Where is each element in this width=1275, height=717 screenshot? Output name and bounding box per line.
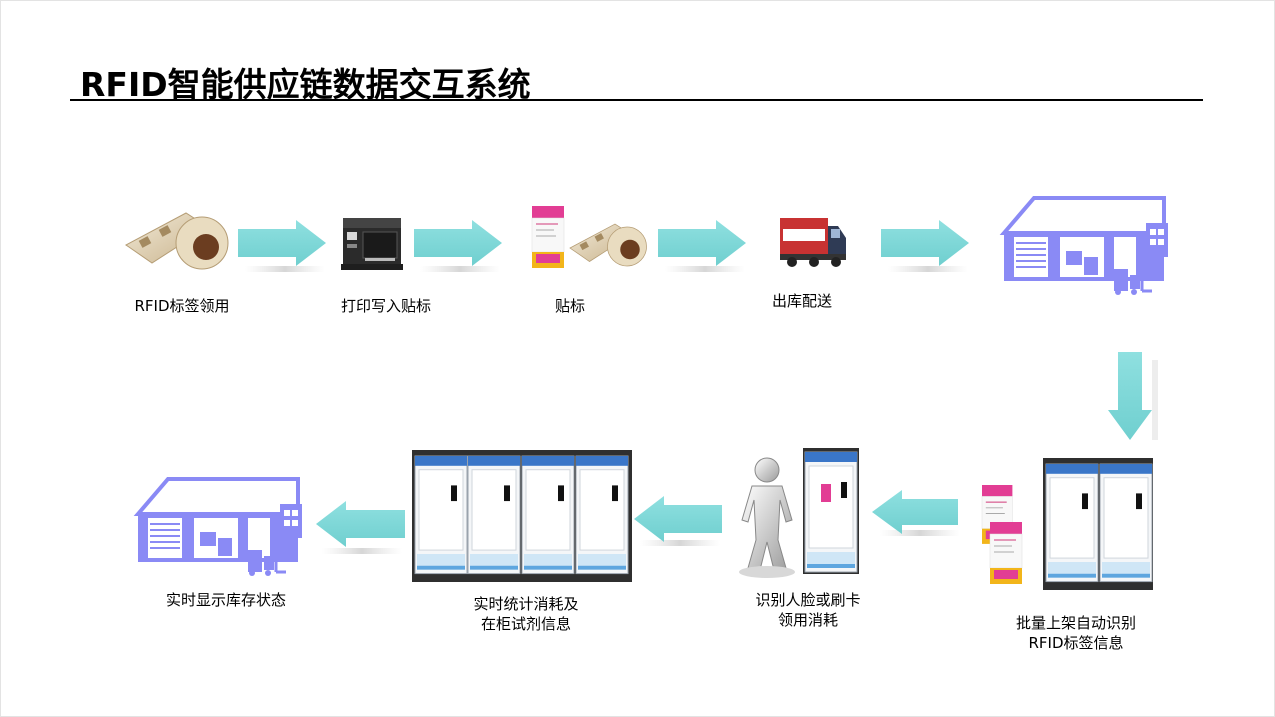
arrow-5-to-6 <box>1108 352 1158 440</box>
step-6-label: 批量上架自动识别 RFID标签信息 <box>1006 613 1146 653</box>
arrow-2-to-3 <box>414 220 502 272</box>
step-8-label-line-2: 在柜试剂信息 <box>480 615 571 633</box>
label-printer-icon <box>341 218 403 270</box>
cabinet-with-reagent-icon <box>981 458 1153 590</box>
step-9-label: 实时显示库存状态 <box>165 591 286 609</box>
arrow-7-to-8 <box>634 496 722 546</box>
step-6-label-line-2: RFID标签信息 <box>1028 634 1124 652</box>
arrow-1-to-2 <box>238 220 326 272</box>
arrow-3-to-4 <box>658 220 746 272</box>
cabinet-bank-icon <box>412 450 632 582</box>
arrow-8-to-9 <box>316 501 405 554</box>
reagent-box-with-tag-icon <box>531 205 647 269</box>
step-7-label-line-2: 领用消耗 <box>777 611 838 629</box>
rfid-tag-roll-icon <box>125 212 229 270</box>
step-7-label: 识别人脸或刷卡 领用消耗 <box>738 590 878 630</box>
title-underline <box>70 99 1203 101</box>
page-title: RFID智能供应链数据交互系统 <box>80 65 531 104</box>
arrow-6-to-7 <box>872 490 960 536</box>
step-7-label-line-1: 识别人脸或刷卡 <box>755 591 861 609</box>
person-and-cabinet-icon <box>739 448 859 578</box>
step-6-label-line-1: 批量上架自动识别 <box>1015 614 1136 632</box>
delivery-truck-icon <box>780 218 846 267</box>
step-3-label: 贴标 <box>554 297 585 315</box>
step-2-label: 打印写入贴标 <box>340 297 431 315</box>
step-8-label: 实时统计消耗及 在柜试剂信息 <box>456 594 596 634</box>
arrow-4-to-5 <box>881 220 969 272</box>
warehouse-icon <box>1002 196 1170 297</box>
warehouse-icon <box>136 477 304 578</box>
step-4-label: 出库配送 <box>771 292 832 310</box>
step-1-label: RFID标签领用 <box>134 297 230 315</box>
step-8-label-line-1: 实时统计消耗及 <box>473 595 579 613</box>
